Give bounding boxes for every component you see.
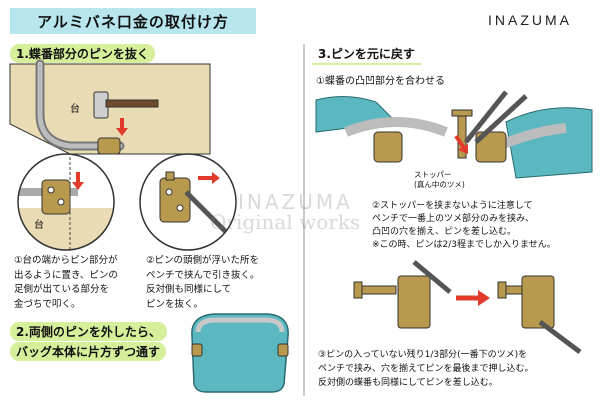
watermark-line1: INAZUMA — [238, 190, 353, 214]
page-title: アルミバネ口金の取付け方 — [37, 12, 229, 31]
label-table-top: 台 — [70, 104, 80, 115]
note-step1-1: ①台の端からピン部分が 出るように置き、ピンの 足側が出ている部分を 金づちで叩… — [14, 255, 118, 310]
note-step3-3: ③ピンの入っていない残り1/3部分(一番下のツメ)を ペンチで挟み、穴を揃えてピ… — [318, 350, 534, 388]
note-step1-2: ②ピンの頭側が浮いた所を ペンチで挟んで引き抜く。 反対側も同様にして ピンを抜… — [146, 255, 260, 310]
step2-heading-line1: 2.両側のピンを外したら、 — [10, 322, 167, 341]
column-divider — [303, 44, 305, 396]
step1-detail-circle-a — [17, 153, 115, 251]
step1-heading: 1.蝶番部分のピンを抜く — [10, 44, 155, 63]
step3-heading: 3.ピンを元に戻す — [312, 44, 421, 65]
step3-illustration-a — [315, 90, 593, 179]
step1-detail-circle-b — [139, 153, 237, 251]
step3-sub1: ①蝶番の凸凹部分を合わせる — [316, 76, 445, 87]
label-table-circle: 台 — [34, 220, 44, 231]
step2-heading-line2: バッグ本体に片方ずつ通す — [10, 342, 167, 361]
brand-logo: INAZUMA — [488, 12, 572, 28]
note-step3-2: ②ストッパーを挟まないように注意して ペンチで一番上のツメ部分のみを挟み、 凸凹… — [372, 201, 556, 250]
bag-illustration — [191, 313, 289, 393]
title-banner: アルミバネ口金の取付け方 — [10, 8, 256, 34]
step1-illustration — [9, 59, 211, 155]
step3-illustration-b — [353, 260, 582, 354]
stopper-label: ストッパー (真ん中のツメ) — [414, 170, 465, 189]
